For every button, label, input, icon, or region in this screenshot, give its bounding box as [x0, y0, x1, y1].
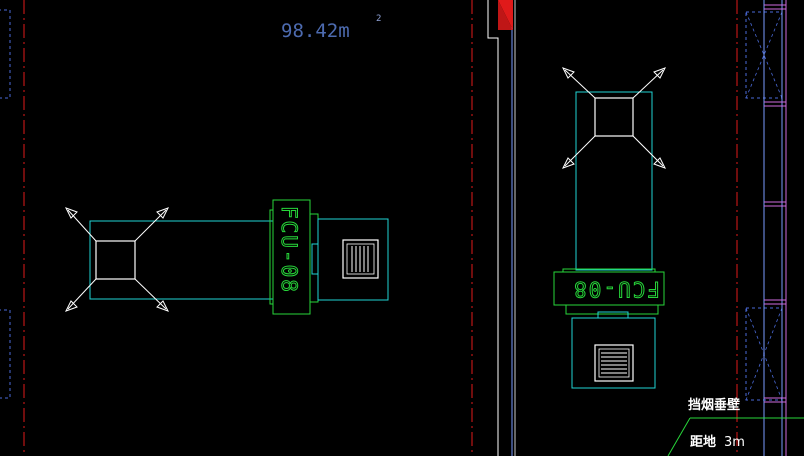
return-grille-left [342, 239, 379, 279]
smoke-barrier-title: 挡烟垂壁 [688, 397, 740, 413]
height-value: 3m [724, 435, 745, 450]
supply-duct-left [89, 220, 274, 300]
area-superscript: 2 [376, 14, 381, 24]
fcu-tag-left: FCU-08 [277, 206, 301, 294]
fcu-tag-right: FCU-08 [572, 277, 660, 301]
return-grille-right [594, 344, 634, 382]
height-label: 距地 [690, 434, 716, 450]
smoke-barrier-annotation: 挡烟垂壁 距地 3m [667, 397, 804, 456]
right-window-wall [736, 0, 787, 456]
area-label: 98.42m [281, 20, 350, 42]
return-plenum-right [571, 317, 656, 389]
fan-coil-unit-right[interactable]: FCU-08 [553, 67, 667, 389]
left-column-structure [0, 0, 25, 456]
return-plenum-left [317, 218, 389, 301]
air-diffuser-left [64, 207, 170, 312]
supply-duct-right [575, 91, 653, 271]
air-diffuser-right [561, 67, 667, 169]
central-wall [471, 0, 516, 456]
fan-coil-unit-left[interactable]: FCU-08 [64, 199, 389, 315]
